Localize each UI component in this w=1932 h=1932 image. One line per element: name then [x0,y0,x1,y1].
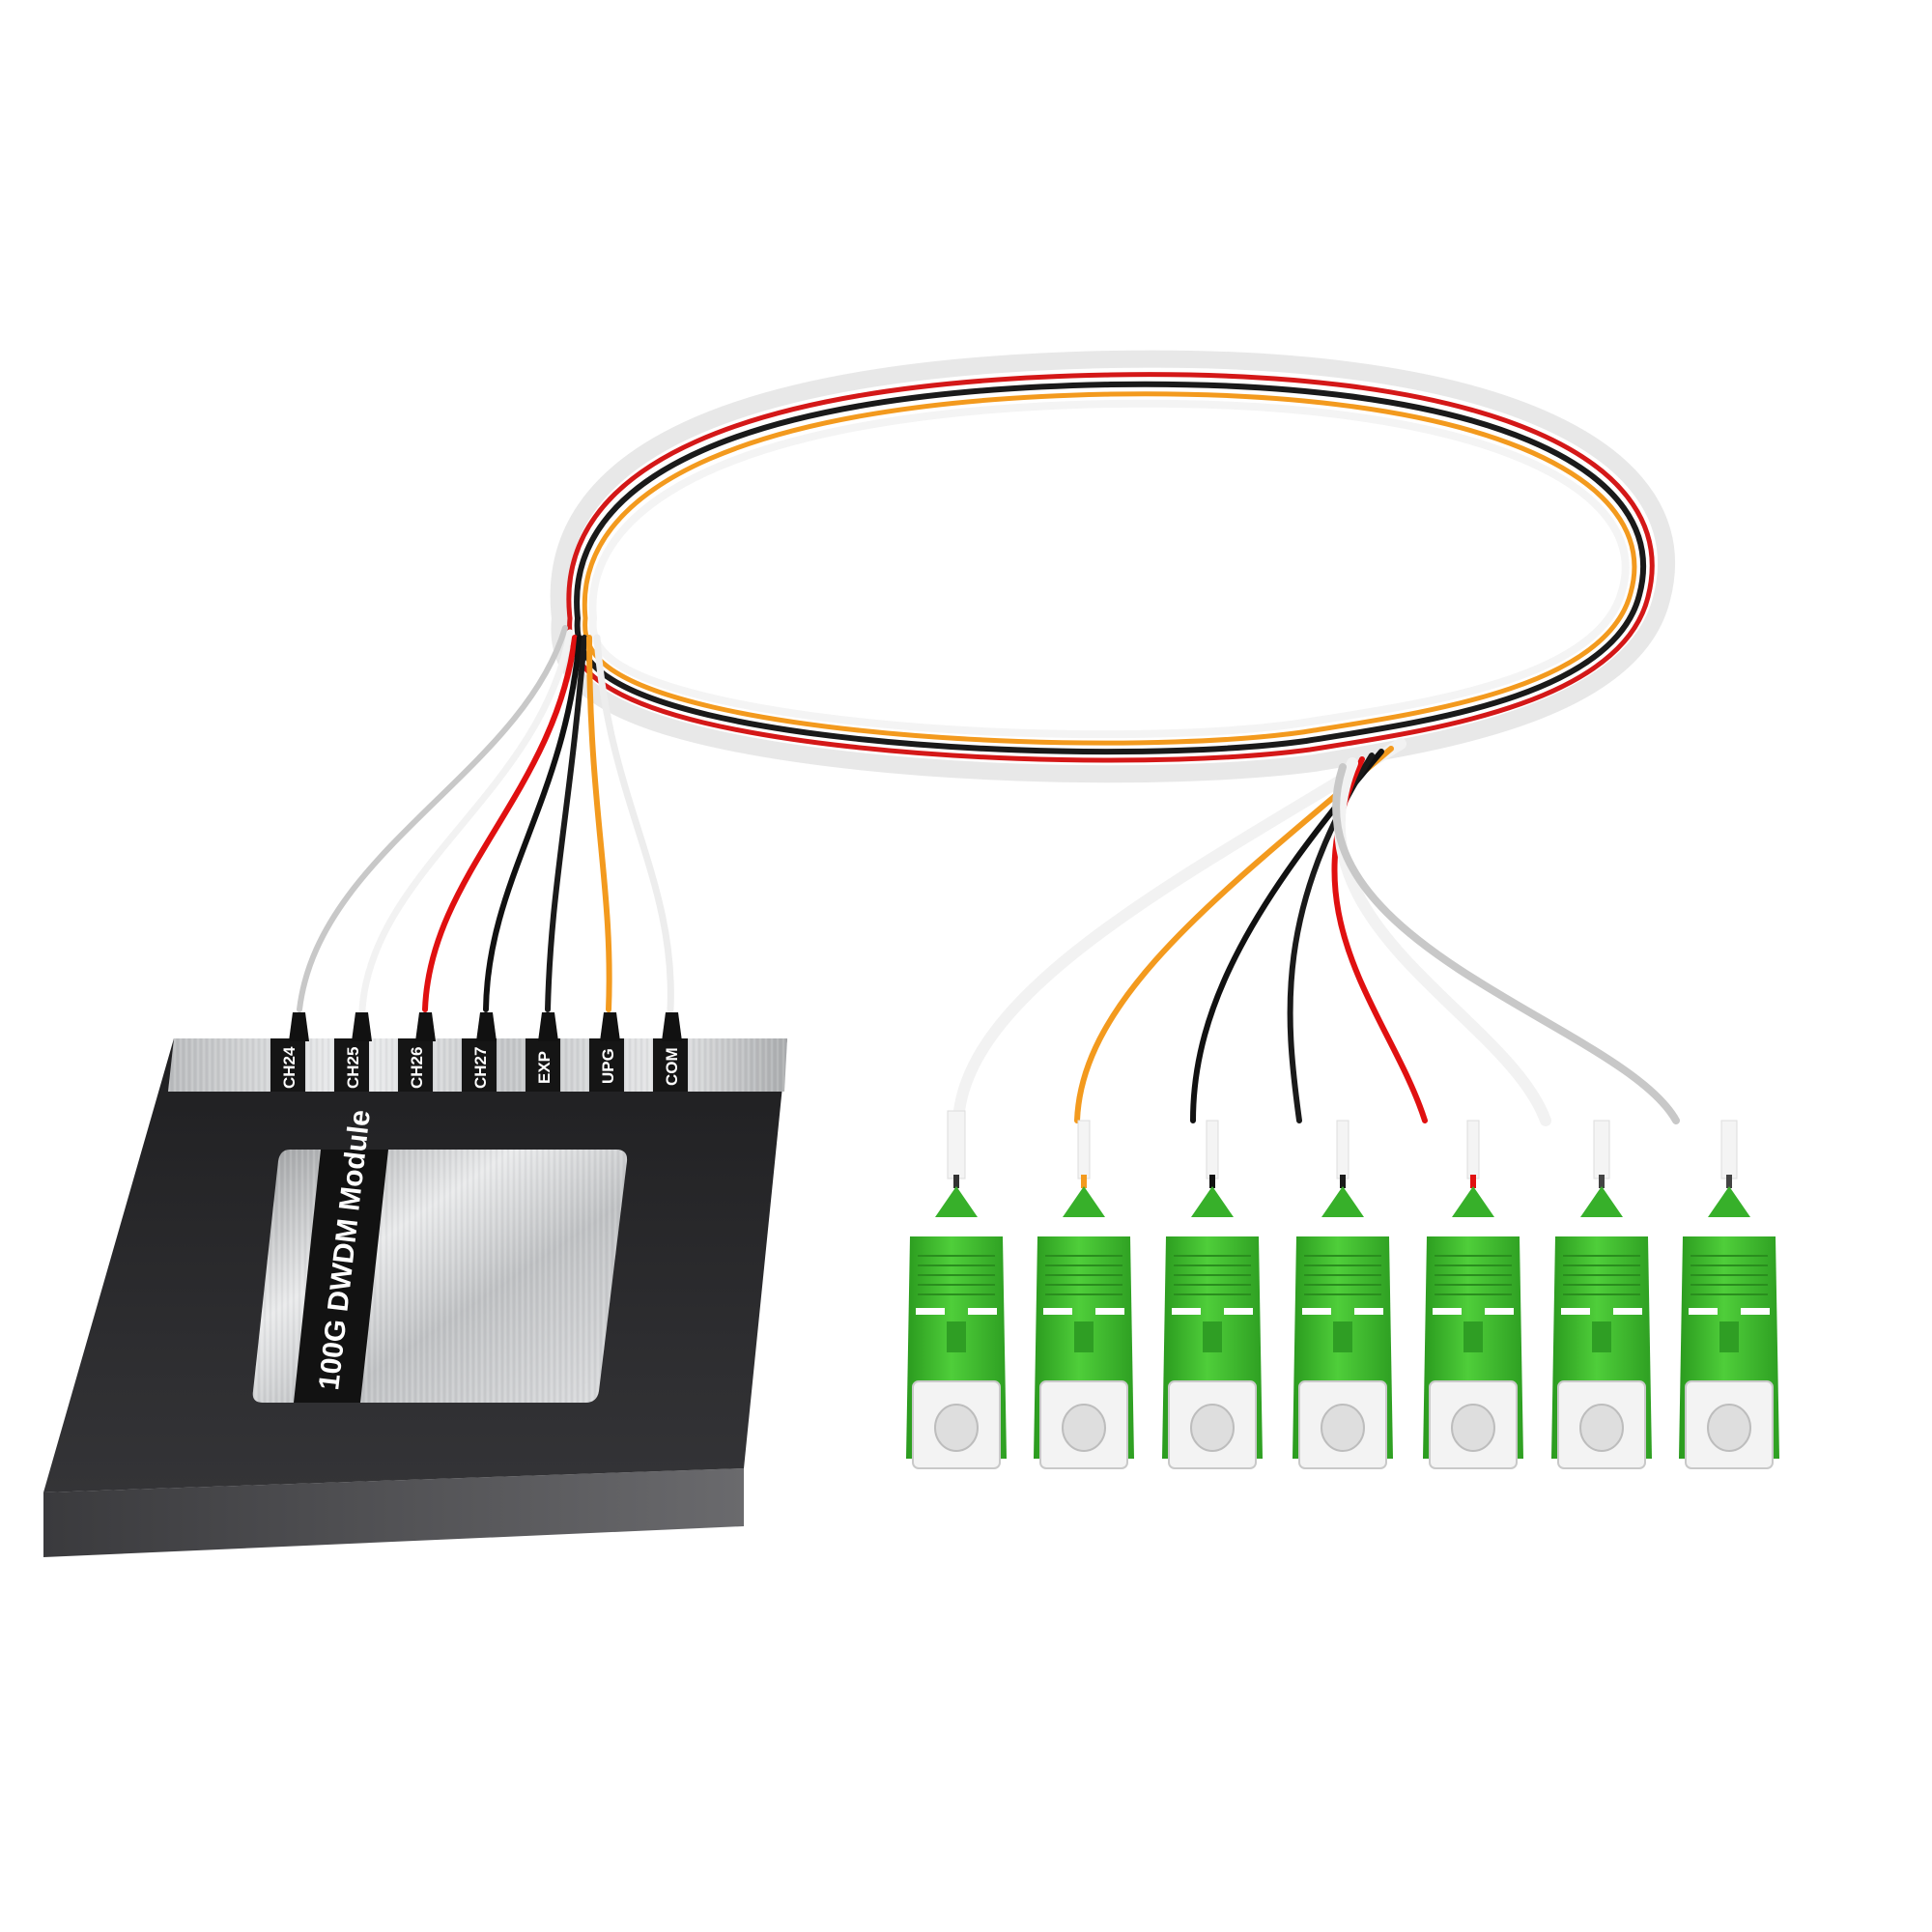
port-label-com: COM [663,1047,681,1086]
port-labels: CH24 CH25 CH26 CH27 EXP UPG [270,1038,688,1092]
port-ch24: CH24 [270,1038,305,1092]
port-label-ch25: CH25 [344,1047,362,1089]
port-com: COM [653,1038,688,1092]
nameplate-band [294,1150,388,1403]
port-label-ch27: CH27 [471,1047,490,1089]
connector-7 [1679,1120,1779,1469]
module-nameplate: 100G DWDM Module [252,1108,628,1403]
dwdm-module: CH24 CH25 CH26 CH27 EXP UPG [43,1012,787,1557]
port-ch25: CH25 [334,1038,369,1092]
connector-5 [1423,1120,1523,1469]
fiber-loop [550,350,1675,783]
connector-2 [1034,1120,1134,1469]
port-upg: UPG [589,1038,624,1092]
port-label-ch26: CH26 [408,1047,426,1089]
port-label-upg: UPG [599,1048,617,1084]
module-side [43,1468,744,1557]
connector-1 [906,1110,1007,1469]
connector-6 [1551,1120,1652,1469]
connectors [906,1110,1779,1469]
port-exp: EXP [526,1038,560,1092]
port-label-exp: EXP [535,1051,554,1084]
connector-4 [1293,1120,1393,1469]
fiber-boots [289,1012,682,1041]
module-fibers [297,625,674,1013]
port-label-ch24: CH24 [280,1046,298,1089]
connector-fibers [952,738,1680,1126]
connector-3 [1162,1120,1263,1469]
port-ch27: CH27 [462,1038,497,1092]
port-ch26: CH26 [398,1038,433,1092]
